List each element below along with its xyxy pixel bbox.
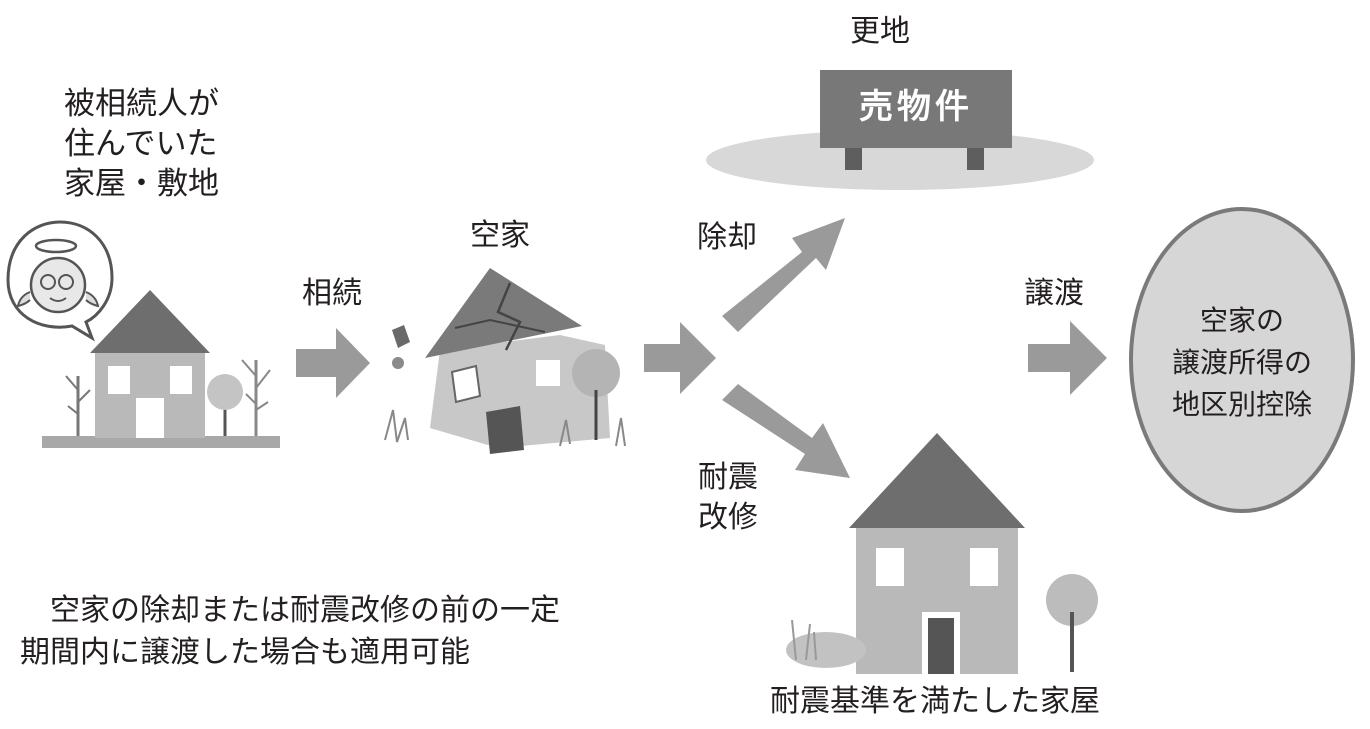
arrow-down-right-icon [722,384,850,478]
origin-label-line: 住んでいた [64,126,218,162]
arrow-right-icon [1028,321,1107,395]
retrofit-label: 耐震 改修 [698,458,758,538]
arrow-right-icon [296,328,370,398]
for-sale-sign-text: 売物件 [859,87,973,127]
deduction-label: 空家の 譲渡所得の 地区別控除 [1131,300,1353,426]
arrow-right-icon [644,322,716,394]
origin-label-line: 家屋・敷地 [64,166,219,202]
deduction-oval [1129,207,1355,513]
vacant-house-label: 空家 [470,218,530,253]
deduction-label-line: 地区別控除 [1171,388,1312,421]
deduction-label-line: 譲渡所得の [1171,346,1312,379]
arrow-up-right-icon [722,218,845,332]
retrofit-label-line: 耐震 [698,460,758,495]
demolish-label: 除却 [697,220,757,255]
note-text-line: 期間内に譲渡した場合も適用可能 [20,635,470,670]
quake-house-label: 耐震基準を満たした家屋 [770,684,1100,719]
dilapidated-house-icon [384,268,626,454]
tree-icon [1046,574,1098,672]
deceased-person-bubble-icon [6,220,114,342]
note-text: 空家の除却または耐震改修の前の一定 期間内に譲渡した場合も適用可能 [20,590,560,674]
retrofit-label-line: 改修 [698,500,758,535]
deduction-label-line: 空家の [1199,304,1284,337]
tree-icon [65,359,271,436]
note-text-line: 空家の除却または耐震改修の前の一定 [20,593,560,628]
for-sale-sign-icon [706,70,1094,190]
house-icon [786,433,1025,674]
inherit-label: 相続 [302,276,362,311]
house-icon [42,290,280,448]
vacant-lot-label: 更地 [850,14,910,49]
origin-label: 被相続人が 住んでいた 家屋・敷地 [64,84,219,204]
transfer-label: 譲渡 [1024,276,1084,311]
origin-label-line: 被相続人が [64,86,219,122]
